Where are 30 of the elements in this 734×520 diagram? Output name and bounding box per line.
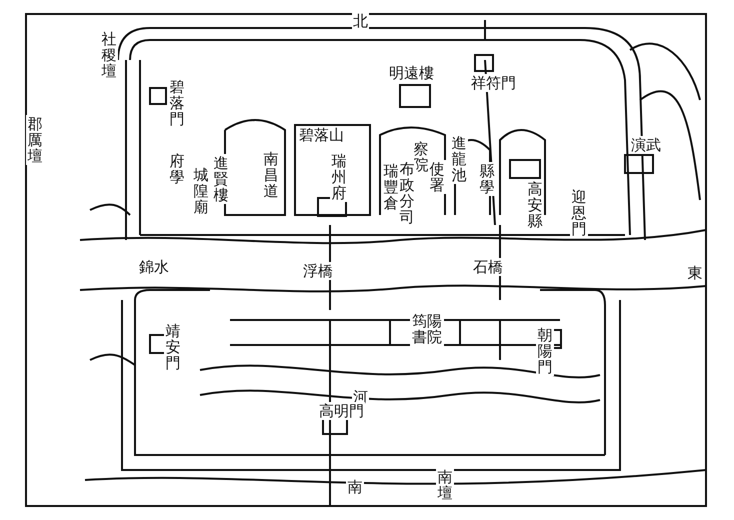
place-name: 筠陽書院	[410, 312, 444, 346]
place-name: 郡厲壇	[26, 115, 44, 165]
place-name: 迎恩門	[570, 188, 588, 238]
place-name: 城隍廟	[192, 166, 210, 216]
place-name: 進賢樓	[212, 154, 230, 204]
place-name: 南壇	[436, 468, 454, 502]
place-name: 碧落山	[298, 126, 345, 144]
place-name: 進龍池	[450, 134, 468, 184]
place-name: 社稷壇	[100, 30, 118, 80]
place-name: 石橋	[472, 258, 504, 276]
place-name: 東	[686, 264, 704, 282]
place-name: 縣學	[478, 162, 496, 196]
place-name: 南昌道	[262, 150, 280, 200]
place-name: 布政分司	[398, 160, 416, 226]
place-name: 浮橋	[302, 262, 334, 280]
place-name: 瑞豐倉	[382, 162, 400, 212]
place-name: 祥符門	[470, 74, 517, 92]
place-name: 北	[352, 12, 369, 30]
place-name: 朝陽門	[536, 326, 554, 376]
place-name: 南	[346, 478, 364, 496]
place-name: 明遠樓	[388, 64, 435, 82]
place-name: 府學	[168, 152, 186, 186]
place-name: 碧落門	[168, 78, 186, 128]
place-name: 使署	[428, 160, 446, 194]
place-name: 演武	[630, 136, 662, 154]
place-name: 靖安門	[164, 322, 182, 372]
place-name: 錦水	[138, 258, 170, 276]
place-name: 高明門	[318, 402, 365, 420]
place-name: 高安縣	[526, 180, 544, 230]
place-name: 瑞州府	[330, 152, 348, 202]
